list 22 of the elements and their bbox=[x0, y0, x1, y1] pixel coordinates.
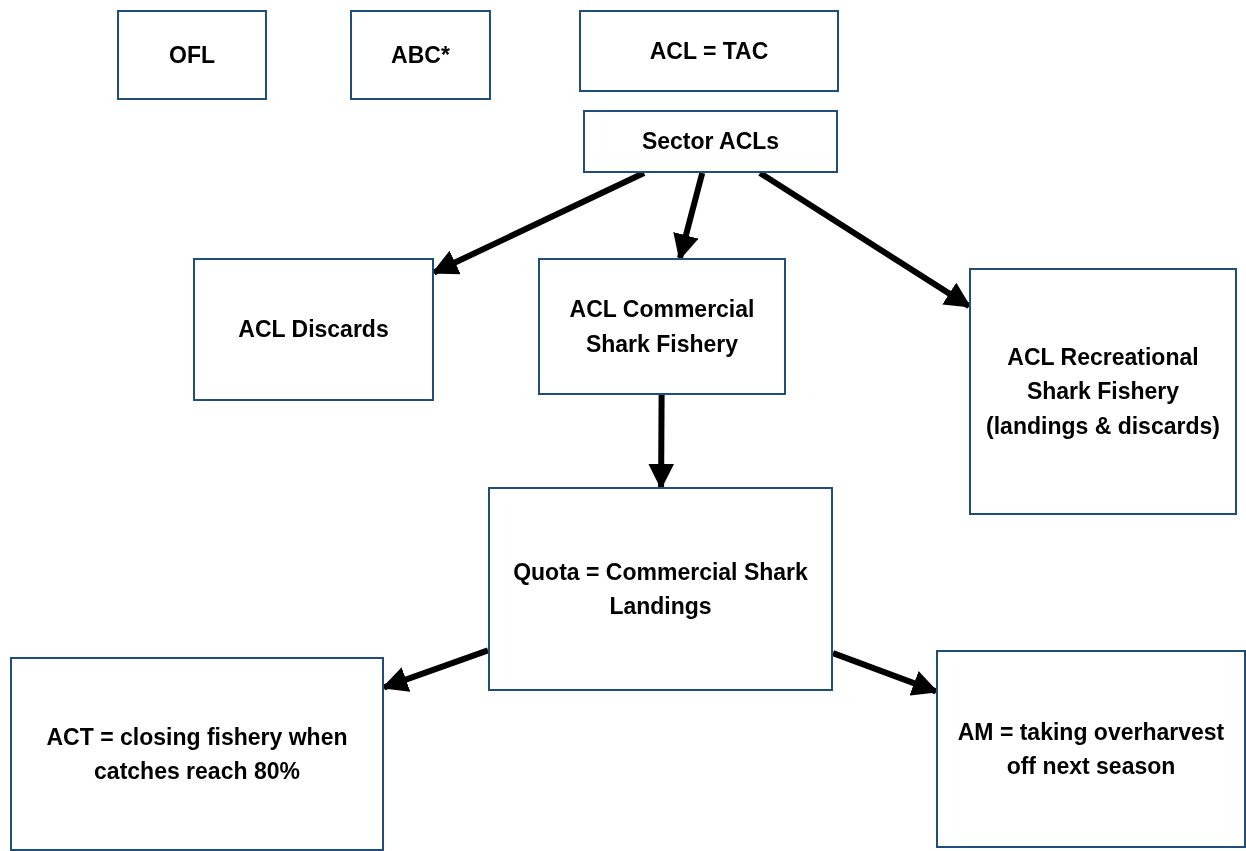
box-label: ABC* bbox=[391, 40, 450, 70]
process-box bbox=[350, 10, 491, 100]
box-label: ACT = closing fishery when catches reach 80% bbox=[45, 722, 349, 786]
box-label: ACL Discards bbox=[238, 315, 389, 345]
process-box bbox=[936, 650, 1246, 848]
arrow bbox=[673, 172, 706, 261]
process-box bbox=[117, 10, 267, 100]
box-label: ACL Recreational Shark Fishery (landings & discards) bbox=[985, 342, 1221, 441]
process-box bbox=[579, 10, 839, 92]
box-label: ACL Commercial Shark Fishery bbox=[568, 295, 756, 359]
process-box bbox=[583, 110, 838, 173]
box-label: Quota = Commercial Shark Landings bbox=[512, 557, 809, 621]
box-label: AM = taking overharvest off next season bbox=[956, 717, 1226, 781]
process-box bbox=[538, 258, 786, 395]
process-box bbox=[10, 657, 384, 851]
box-label: ACL = TAC bbox=[649, 36, 769, 66]
box-label: Sector ACLs bbox=[641, 127, 780, 157]
box-label: OFL bbox=[169, 40, 215, 70]
process-box bbox=[488, 487, 833, 691]
arrow bbox=[648, 394, 675, 490]
process-box bbox=[193, 258, 434, 401]
process-box bbox=[969, 268, 1237, 515]
